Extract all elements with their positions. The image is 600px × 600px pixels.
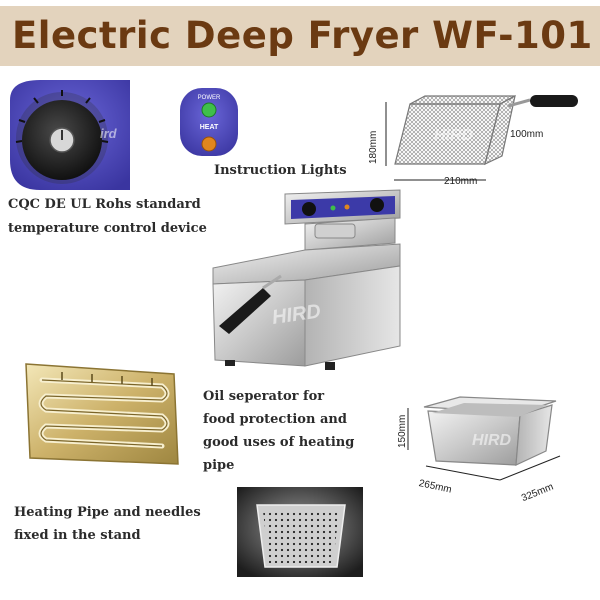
instruction-lights-image: POWER HEAT xyxy=(180,88,238,156)
heat-light-icon xyxy=(201,136,217,152)
power-light-icon xyxy=(201,102,217,118)
heating-pipe-image xyxy=(25,363,179,465)
deep-fryer-image: HIRD xyxy=(212,189,401,370)
fryer-handle-icon xyxy=(219,288,271,334)
fry-basket-image: HIRD xyxy=(394,94,578,166)
thermostat-knob-image: ird xyxy=(10,80,130,190)
page-title: Electric Deep Fryer WF-101 xyxy=(12,14,593,57)
timer-knob-icon xyxy=(370,198,384,212)
basket-dimension-lines xyxy=(385,102,486,181)
heat-label: HEAT xyxy=(200,124,219,131)
steel-pan-image: HIRD xyxy=(423,396,557,466)
caption-oil-line3: good uses of heating xyxy=(203,435,355,450)
basket-handle-icon xyxy=(530,95,578,107)
pan-height-label: 150mm xyxy=(397,414,408,448)
caption-oil-line1: Oil seperator for xyxy=(203,389,325,404)
oil-separator-image xyxy=(237,487,363,577)
pan-dimension-lines xyxy=(407,408,561,481)
power-label: POWER xyxy=(198,95,221,101)
svg-text:HIRD: HIRD xyxy=(434,127,474,144)
caption-oil-line4: pipe xyxy=(203,458,235,473)
caption-heating-line1: Heating Pipe and needles xyxy=(14,505,201,520)
dial-ticks-icon xyxy=(15,90,109,143)
basket-height-label: 180mm xyxy=(368,130,379,164)
basket-width-label: 210mm xyxy=(444,176,478,187)
svg-text:ird: ird xyxy=(100,126,118,141)
caption-control-line1: CQC DE UL Rohs standard xyxy=(8,197,201,212)
thermostat-knob-icon xyxy=(302,202,316,216)
caption-heating-line2: fixed in the stand xyxy=(14,528,141,543)
caption-oil-line2: food protection and xyxy=(203,412,347,427)
caption-instruction-lights: Instruction Lights xyxy=(214,163,347,178)
title-banner: Electric Deep Fryer WF-101 xyxy=(0,6,600,66)
caption-control-line2: temperature control device xyxy=(8,221,207,236)
svg-text:HIRD: HIRD xyxy=(472,432,512,449)
basket-depth-label: 100mm xyxy=(510,129,544,140)
